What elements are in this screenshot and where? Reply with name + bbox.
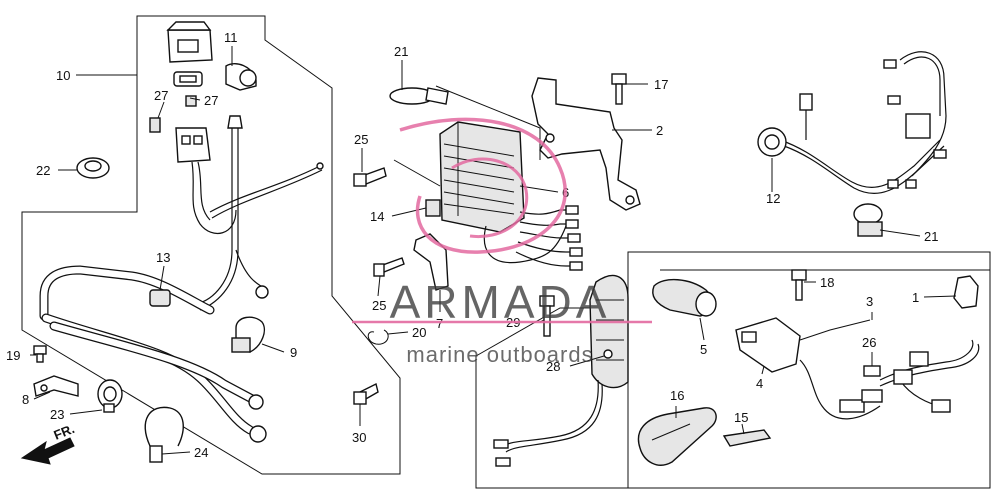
bracket-2 — [531, 77, 641, 211]
watermark-swirl-icon — [399, 117, 567, 254]
callout-11: 11 — [224, 30, 238, 45]
callout-numbers: 10 11 27 27 22 13 9 21 17 2 25 6 14 7 25… — [6, 30, 938, 460]
callout-23: 23 — [50, 407, 64, 422]
callout-1: 1 — [912, 290, 919, 305]
callout-12: 12 — [766, 191, 780, 206]
bracket-4 — [735, 317, 801, 373]
callout-22: 22 — [36, 163, 50, 178]
grommet-20 — [367, 329, 389, 345]
front-direction-arrow-icon — [20, 437, 75, 465]
callout-3: 3 — [866, 294, 873, 309]
callout-4: 4 — [756, 376, 763, 391]
bolt-30 — [353, 382, 379, 405]
connector-1 — [953, 275, 979, 309]
bracket-7 — [413, 233, 449, 291]
relay-boot — [225, 62, 257, 91]
callout-19: 19 — [6, 348, 20, 363]
clamp-8 — [33, 375, 79, 397]
bolt-25-lower — [373, 257, 405, 277]
clamp-9 — [231, 316, 266, 353]
connector-14 — [425, 199, 441, 217]
harness-3 — [799, 339, 980, 420]
callout-17: 17 — [654, 77, 668, 92]
watermark-brand: ARMADA — [390, 276, 611, 328]
battery-cable-tubes — [39, 265, 267, 443]
bolt-17 — [611, 73, 627, 105]
bolt-18 — [791, 269, 807, 301]
holder-16 — [637, 407, 717, 466]
main-harness-wires — [191, 115, 324, 311]
boot-5 — [652, 279, 717, 317]
callout-27-right: 27 — [204, 93, 218, 108]
callout-7: 7 — [436, 316, 443, 331]
group-outline-left — [21, 15, 401, 475]
fuse-small-a — [149, 95, 197, 133]
callout-15: 15 — [734, 410, 748, 425]
callout-27-left: 27 — [154, 88, 168, 103]
callout-25-lower: 25 — [372, 298, 386, 313]
cover-28 — [589, 274, 629, 389]
callout-25-upper: 25 — [354, 132, 368, 147]
cord-28 — [493, 379, 603, 467]
grommet-22 — [76, 157, 110, 179]
leader-lines — [30, 46, 957, 455]
rectifier-wires — [483, 205, 583, 271]
callout-18: 18 — [820, 275, 834, 290]
callout-14: 14 — [370, 209, 384, 224]
label-15 — [722, 429, 772, 447]
callout-13: 13 — [156, 250, 170, 265]
watermark-tagline: marine outboards — [406, 342, 593, 367]
callout-16: 16 — [670, 388, 684, 403]
bolt-25-upper — [353, 167, 387, 187]
callout-26: 26 — [862, 335, 876, 350]
rectifier-6 — [439, 121, 525, 233]
bolt-19 — [33, 345, 47, 363]
callout-10: 10 — [56, 68, 70, 83]
starter-relay — [166, 21, 213, 63]
callout-30: 30 — [352, 430, 366, 445]
callout-24: 24 — [194, 445, 208, 460]
cable-clip-24 — [144, 406, 184, 463]
callout-5: 5 — [700, 342, 707, 357]
fuse-holder-cap — [173, 71, 203, 87]
band-21-top — [389, 87, 449, 105]
armada-watermark: ARMADA marine outboards — [352, 117, 652, 367]
callout-8: 8 — [22, 392, 29, 407]
callout-9: 9 — [290, 345, 297, 360]
callout-21-top: 21 — [394, 44, 408, 59]
front-direction-label: FR. — [52, 421, 77, 443]
callout-20: 20 — [412, 325, 426, 340]
cable-clamp-23 — [97, 379, 123, 413]
callout-28: 28 — [546, 359, 560, 374]
fuse-box — [175, 127, 211, 163]
fuse-26 — [863, 365, 881, 377]
callout-2: 2 — [656, 123, 663, 138]
band-21-right — [853, 203, 883, 237]
harness-12 — [757, 51, 947, 194]
callout-21-right: 21 — [924, 229, 938, 244]
